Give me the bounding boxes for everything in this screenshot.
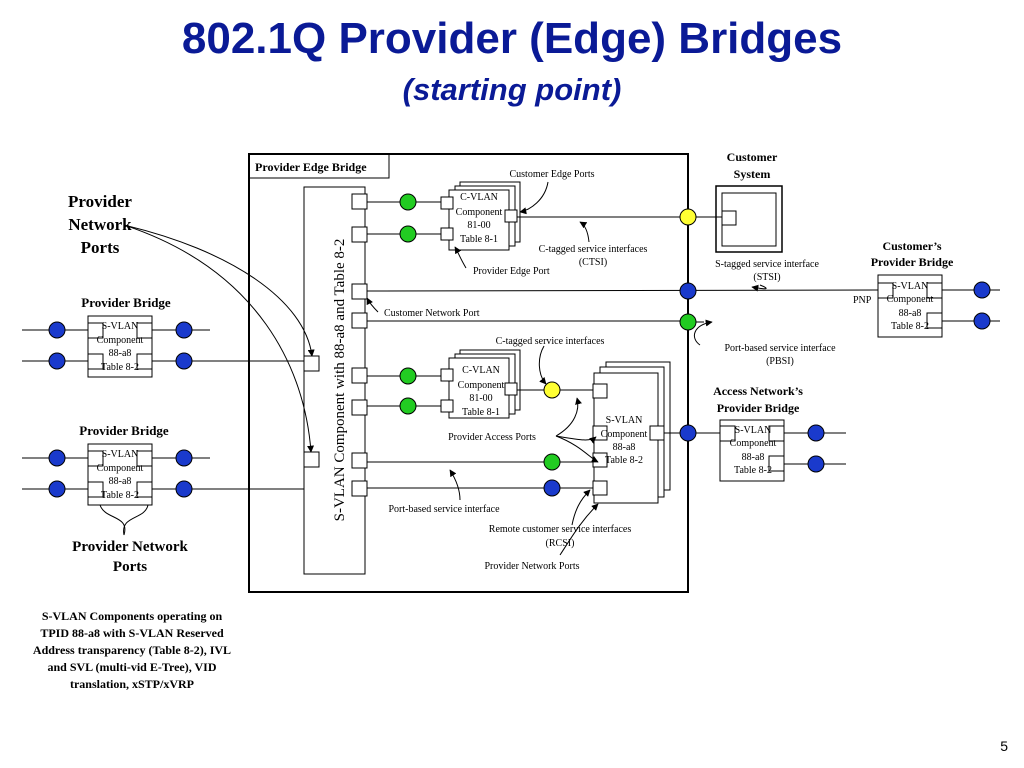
provider-network-ports-bottom-label: Provider Network	[72, 539, 188, 555]
svg-text:Component: Component	[97, 463, 144, 474]
provider-edge-bridge-title-box	[248, 153, 390, 179]
svg-text:Provider: Provider	[68, 192, 132, 211]
svg-text:Component: Component	[458, 380, 505, 391]
svg-text:Component: Component	[456, 207, 503, 218]
svg-text:Table 8-1: Table 8-1	[460, 234, 498, 245]
svg-text:System: System	[734, 167, 771, 181]
cvlan-top-label: C-VLAN Component 81-00 Table 8-1	[456, 192, 503, 245]
svg-text:Address transparency (Table 8-: Address transparency (Table 8-2), IVL	[33, 643, 231, 657]
svg-text:88-a8: 88-a8	[742, 452, 765, 463]
slide-subtitle: (starting point)	[402, 72, 622, 107]
cvlan-component-bottom	[448, 357, 510, 419]
provider-edge-bridge-box	[248, 153, 689, 593]
slide-number: 5	[1000, 738, 1008, 754]
svlan-access-pb-label: S-VLAN Component 88-a8 Table 8-2	[730, 425, 777, 476]
svg-text:(PBSI): (PBSI)	[766, 356, 794, 367]
svg-text:Ports: Ports	[81, 238, 120, 257]
provider-bridge-2-label: Provider Bridge	[79, 423, 169, 438]
svg-text:Provider Bridge: Provider Bridge	[871, 255, 954, 269]
stsi-label: S-tagged service interface	[715, 259, 819, 270]
svg-text:Table 8-1: Table 8-1	[462, 407, 500, 418]
svlan-customers-pb-label: S-VLAN Component 88-a8 Table 8-2	[887, 281, 934, 332]
svg-text:Table 8-2: Table 8-2	[101, 362, 139, 373]
provider-bridge-1-label: Provider Bridge	[81, 295, 171, 310]
svg-text:88-a8: 88-a8	[613, 442, 636, 453]
footnote: S-VLAN Components operating on TPID 88-a…	[33, 609, 231, 691]
port-based-si-label: Port-based service interface	[388, 504, 500, 515]
customer-network-port-label: Customer Network Port	[384, 308, 480, 319]
svg-text:S-VLAN: S-VLAN	[102, 321, 139, 332]
customer-system-box	[715, 185, 783, 253]
provider-network-ports-top-label: Provider Network Ports	[68, 192, 132, 257]
svg-text:Provider Bridge: Provider Bridge	[717, 401, 800, 415]
svg-text:(RCSI): (RCSI)	[546, 538, 575, 549]
svg-text:Table 8-2: Table 8-2	[605, 455, 643, 466]
svlan-pb1-label: S-VLAN Component 88-a8 Table 8-2	[97, 321, 144, 373]
svg-text:88-a8: 88-a8	[109, 476, 132, 487]
cvlan-component-top	[448, 189, 510, 251]
access-pb-label: Access Network’s	[713, 384, 803, 398]
rcsi-label: Remote customer service interfaces	[489, 524, 632, 535]
svg-text:81-00: 81-00	[469, 393, 492, 404]
svg-text:and SVL (multi-vid E-Tree), VI: and SVL (multi-vid E-Tree), VID	[47, 660, 216, 674]
svg-text:Component: Component	[730, 438, 777, 449]
pbsi-label: Port-based service interface	[724, 343, 836, 354]
provider-edge-port-label: Provider Edge Port	[473, 266, 550, 277]
slide-title: 802.1Q Provider (Edge) Bridges	[181, 14, 843, 63]
svg-text:Table 8-2: Table 8-2	[891, 321, 929, 332]
svg-text:S-VLAN: S-VLAN	[606, 415, 643, 426]
ctsi-label: C-tagged service interfaces	[539, 244, 648, 255]
svg-text:translation, xSTP/xVRP: translation, xSTP/xVRP	[70, 677, 194, 691]
provider-access-ports-label: Provider Access Ports	[448, 432, 536, 443]
customer-edge-ports-label: Customer Edge Ports	[510, 169, 595, 180]
pnp-label: PNP	[853, 295, 872, 306]
svg-text:Component: Component	[887, 294, 934, 305]
svg-text:TPID 88-a8 with S-VLAN Reserve: TPID 88-a8 with S-VLAN Reserved	[40, 626, 224, 640]
customer-system-label: Customer	[727, 150, 778, 164]
svg-text:88-a8: 88-a8	[899, 308, 922, 319]
svg-text:S-VLAN: S-VLAN	[892, 281, 929, 292]
svg-text:S-VLAN: S-VLAN	[735, 425, 772, 436]
cvlan-bottom-label: C-VLAN Component 81-00 Table 8-1	[458, 365, 505, 418]
svg-text:Component: Component	[97, 335, 144, 346]
svlan-pb2-label: S-VLAN Component 88-a8 Table 8-2	[97, 449, 144, 501]
svg-text:Component: Component	[601, 429, 648, 440]
svg-text:S-VLAN: S-VLAN	[102, 449, 139, 460]
svg-text:88-a8: 88-a8	[109, 348, 132, 359]
svg-text:Table 8-2: Table 8-2	[101, 490, 139, 501]
provider-network-ports-inner-label: Provider Network Ports	[485, 561, 580, 572]
svg-text:81-00: 81-00	[467, 220, 490, 231]
svg-text:C-VLAN: C-VLAN	[462, 365, 500, 376]
c-tagged-si-label: C-tagged service interfaces	[496, 336, 605, 347]
svg-text:S-VLAN Components operating on: S-VLAN Components operating on	[42, 609, 223, 623]
svlan-vertical-label: S-VLAN Component with 88-a8 and Table 8-…	[332, 239, 348, 522]
customers-pb-label: Customer’s	[882, 239, 941, 253]
svlan-inner-label: S-VLAN Component 88-a8 Table 8-2	[601, 415, 648, 466]
svg-text:Table 8-2: Table 8-2	[734, 465, 772, 476]
svg-text:Ports: Ports	[113, 559, 147, 575]
svg-text:C-VLAN: C-VLAN	[460, 192, 498, 203]
svg-text:(STSI): (STSI)	[753, 272, 780, 283]
peb-title: Provider Edge Bridge	[255, 160, 367, 174]
svg-text:(CTSI): (CTSI)	[579, 257, 607, 268]
svg-text:Network: Network	[68, 215, 132, 234]
